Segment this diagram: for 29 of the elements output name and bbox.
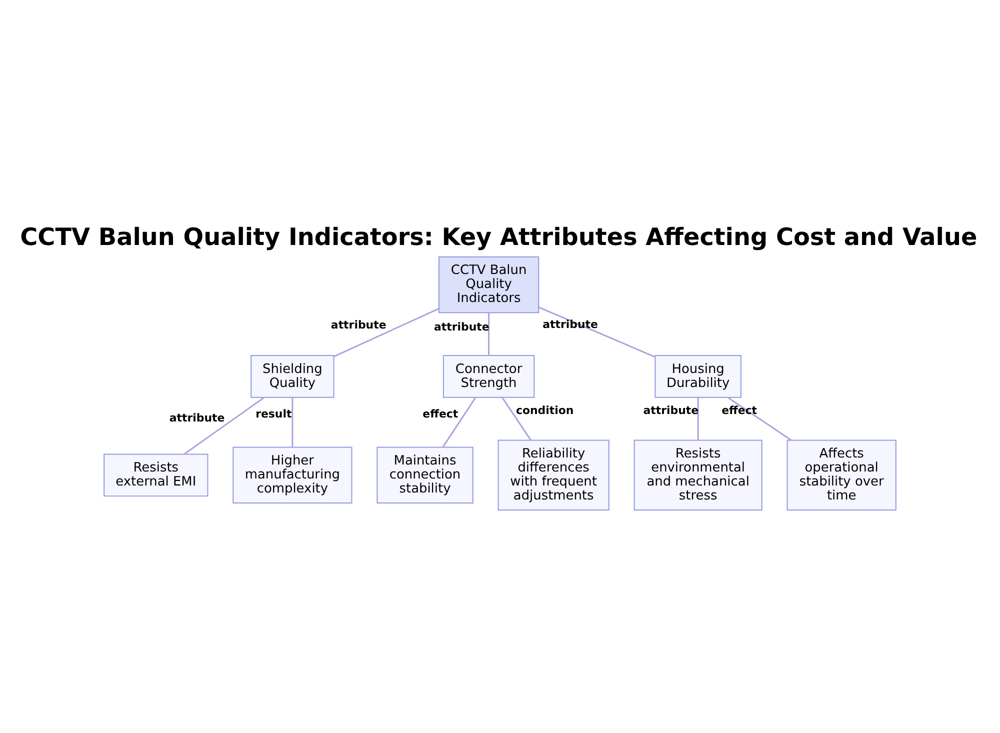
edge-label: result xyxy=(256,408,292,421)
diagram-title: CCTV Balun Quality Indicators: Key Attributes Affecting Cost and Value xyxy=(20,223,978,252)
node-box: Housing Durability xyxy=(654,355,742,398)
connector xyxy=(488,312,490,356)
node-box: Reliability differences with frequent adjustments xyxy=(498,440,610,511)
connector xyxy=(502,397,532,440)
edge-label: effect xyxy=(422,408,458,421)
connector xyxy=(334,308,440,358)
node-box: Connector Strength xyxy=(442,355,535,398)
node-box: Affects operational stability over time xyxy=(786,440,896,511)
node-box: Resists environmental and mechanical stress xyxy=(634,440,762,511)
edge-label: attribute xyxy=(330,318,386,332)
edge-label: effect xyxy=(722,404,758,417)
connector xyxy=(538,306,656,358)
connector xyxy=(697,398,699,440)
node-box: CCTV Balun Quality Indicators xyxy=(438,256,540,314)
connector xyxy=(184,396,265,455)
connector xyxy=(442,397,476,448)
edge-label: attribute xyxy=(643,404,699,417)
edge-label: attribute xyxy=(169,412,225,425)
connector xyxy=(292,398,294,448)
node-box: Resists external EMI xyxy=(104,454,208,497)
node-box: Shielding Quality xyxy=(250,355,334,398)
edge-label: attribute xyxy=(542,318,598,332)
connector xyxy=(727,396,792,441)
edge-label: attribute xyxy=(434,320,490,334)
node-box: Higher manufacturing complexity xyxy=(232,446,352,504)
edge-label: condition xyxy=(516,404,574,417)
node-box: Maintains connection stability xyxy=(376,446,474,504)
